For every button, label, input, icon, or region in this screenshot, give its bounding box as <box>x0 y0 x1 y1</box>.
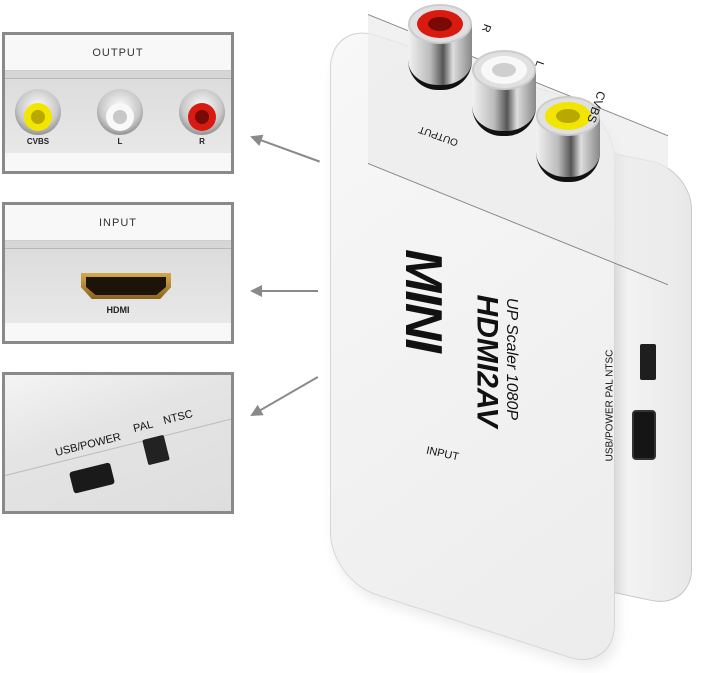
cvbs-label: CVBS <box>26 137 50 146</box>
arrow-icon <box>251 376 319 416</box>
left-audio-jack-icon <box>97 89 143 135</box>
arrow-icon <box>250 285 318 297</box>
pal-label: PAL <box>132 418 155 435</box>
output-jacks-area: CVBS L R <box>5 79 231 153</box>
device-side-label: USB/POWER PAL NTSC <box>604 349 616 462</box>
edge-line <box>5 412 231 476</box>
device-r-jack-icon <box>408 4 472 96</box>
arrow-icon <box>251 136 320 163</box>
output-title: OUTPUT <box>5 35 231 71</box>
pal-ntsc-switch-icon <box>142 434 170 466</box>
hdmi-port-icon <box>81 273 171 299</box>
input-port-area: HDMI <box>5 249 231 323</box>
right-audio-label: R <box>199 137 205 146</box>
cvbs-jack-icon <box>15 89 61 135</box>
right-audio-jack-icon <box>179 89 225 135</box>
panel-band <box>5 71 231 79</box>
device-mini-usb-port-icon <box>632 410 656 460</box>
hdmi-label: HDMI <box>106 305 130 315</box>
left-audio-label: L <box>117 137 123 146</box>
device-l-jack-icon <box>472 50 536 142</box>
panel-foot <box>5 153 231 171</box>
panel-band <box>5 241 231 249</box>
device-pal-ntsc-switch-icon <box>640 344 656 380</box>
device-logo: MINI <box>393 249 452 351</box>
output-callout-panel: OUTPUT CVBS L R <box>2 32 234 174</box>
device-cvbs-jack-icon <box>536 96 600 188</box>
panel-foot <box>5 323 231 341</box>
input-callout-panel: INPUT HDMI <box>2 202 234 344</box>
input-title: INPUT <box>5 205 231 241</box>
mini-usb-port-icon <box>68 462 116 494</box>
device-model: HDMI2AV <box>470 294 504 428</box>
device-subtitle: UP Scaler 1080P <box>503 297 521 421</box>
device-r-label: R <box>478 22 493 34</box>
ntsc-label: NTSC <box>162 408 195 427</box>
power-callout-panel: USB/POWER PAL NTSC <box>2 372 234 514</box>
